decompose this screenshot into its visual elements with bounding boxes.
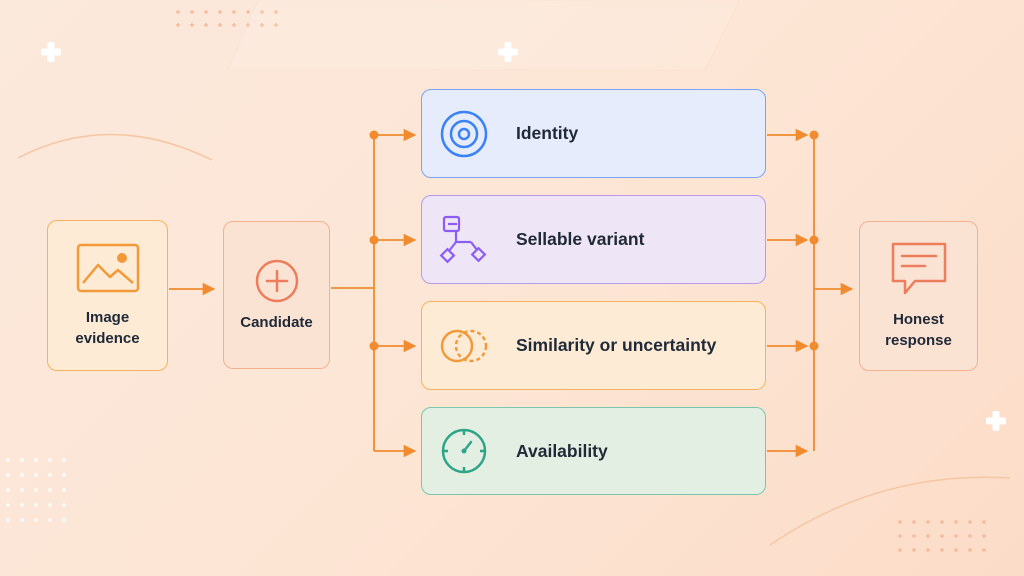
image-evidence-label: Image evidence (75, 308, 140, 347)
target-icon (440, 110, 488, 157)
clock-icon (441, 428, 487, 474)
branch-similarity-uncertainty-label: Similarity or uncertainty (516, 335, 717, 355)
branch-similarity-uncertainty: Similarity or uncertainty (421, 301, 766, 390)
branch-identity: Identity (421, 89, 766, 178)
overlap-circles-icon (440, 329, 488, 362)
plus-circle-icon (255, 259, 298, 302)
honest-response-node: Honest response (859, 221, 978, 371)
honest-response-label: Honest response (885, 311, 952, 349)
image-icon (76, 243, 139, 292)
image-evidence-node: Image evidence (47, 220, 168, 371)
branch-identity-label: Identity (516, 123, 579, 143)
candidate-label: Candidate (240, 313, 313, 331)
branch-availability: Availability (421, 407, 766, 495)
branch-availability-label: Availability (516, 440, 608, 461)
branch-sellable-variant: Sellable variant (421, 195, 766, 284)
candidate-node: Candidate (223, 221, 330, 369)
branch-sellable-variant-label: Sellable variant (516, 229, 645, 249)
speech-bubble-icon (891, 242, 946, 295)
variant-tree-icon (439, 215, 487, 263)
